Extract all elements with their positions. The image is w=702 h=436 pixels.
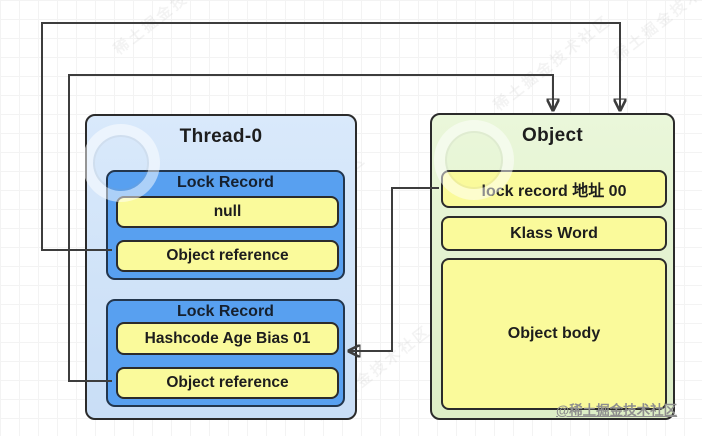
lock-record-2-object-reference: Object reference bbox=[116, 367, 339, 399]
watermark-faint: 稀土掘金技术社区 bbox=[110, 0, 235, 59]
thread-box: Thread-0 Lock Record null Object referen… bbox=[85, 114, 357, 420]
thread-title: Thread-0 bbox=[179, 126, 263, 147]
lock-record-1: Lock Record null Object reference bbox=[106, 170, 345, 280]
object-body-slot: Object body bbox=[441, 258, 667, 410]
object-box: Object lock record 地址 00 Klass Word Obje… bbox=[430, 113, 675, 420]
lock-record-2-mark-slot: Hashcode Age Bias 01 bbox=[116, 322, 339, 355]
watermark-corner: @稀土掘金技术社区 bbox=[556, 403, 678, 418]
lock-record-1-object-reference: Object reference bbox=[116, 240, 339, 272]
object-title: Object bbox=[522, 125, 583, 146]
lock-record-1-title: Lock Record bbox=[177, 174, 274, 191]
object-klass-word-slot: Klass Word bbox=[441, 216, 667, 251]
lock-record-1-mark-slot: null bbox=[116, 196, 339, 228]
watermark-faint: 稀土掘金技术社区 bbox=[490, 12, 615, 115]
object-mark-word-slot: lock record 地址 00 bbox=[441, 170, 667, 208]
lock-record-2: Lock Record Hashcode Age Bias 01 Object … bbox=[106, 299, 345, 407]
arrow-markword-to-lockrecord2 bbox=[349, 187, 439, 351]
watermark-faint: 稀土掘金技术社区 bbox=[610, 0, 702, 65]
lock-record-2-title: Lock Record bbox=[177, 303, 274, 320]
